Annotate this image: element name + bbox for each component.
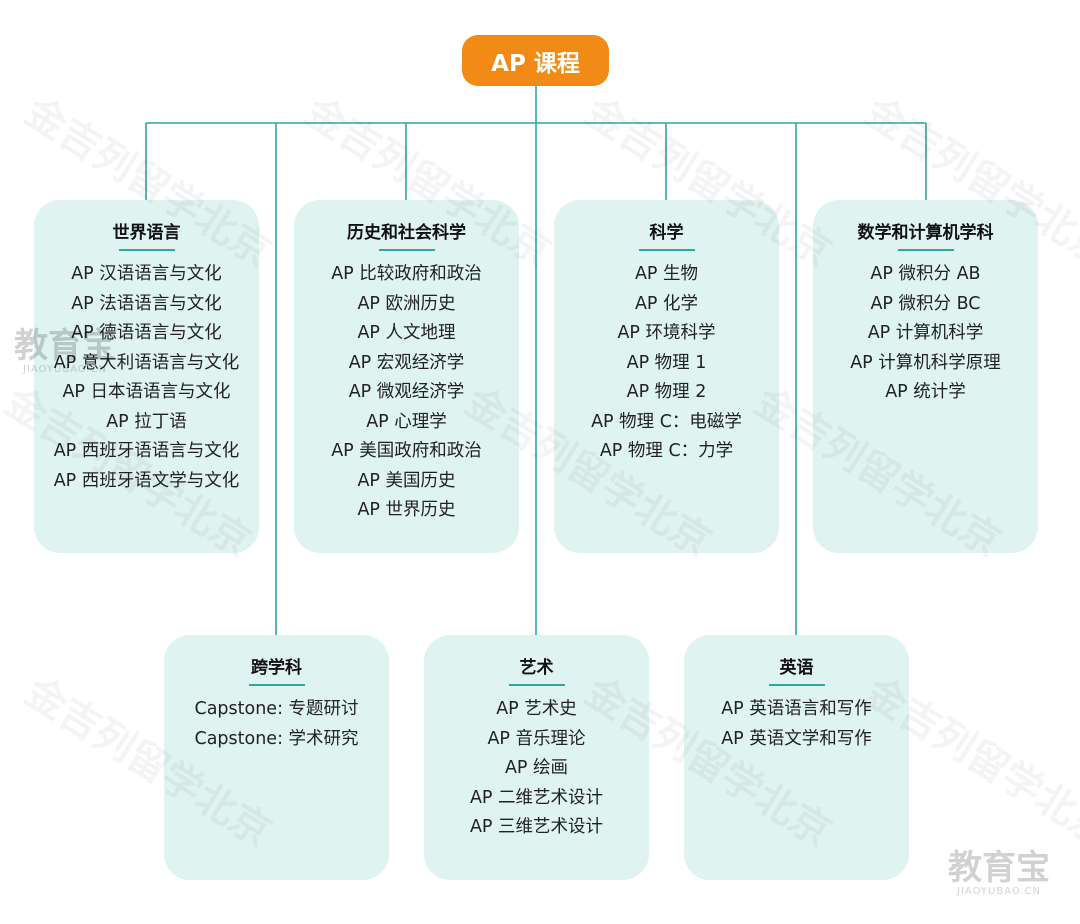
title-underline [897,249,954,251]
course-item: AP 物理 C：电磁学 [591,411,742,432]
course-item: AP 欧洲历史 [357,293,456,314]
course-item: AP 统计学 [885,382,966,402]
course-item: AP 物理 2 [626,382,707,402]
card-science: 科学 AP 生物 AP 化学 AP 环境科学 AP 物理 1 AP 物理 2 A… [554,200,779,553]
course-item: AP 环境科学 [617,323,716,343]
course-item: AP 物理 C：力学 [599,441,734,461]
course-item: AP 德语语言与文化 [71,323,222,343]
card-title: 艺术 [519,658,554,678]
course-item: AP 美国历史 [357,470,456,491]
course-item: AP 日本语语言与文化 [62,382,231,402]
course-item: AP 宏观经济学 [348,352,465,373]
course-item: AP 西班牙语语言与文化 [53,441,240,461]
course-item: AP 汉语语言与文化 [71,264,222,284]
card-title: 世界语言 [112,223,181,243]
course-item: AP 法语语言与文化 [71,293,222,314]
course-item: AP 化学 [634,293,699,314]
card-interdisciplinary: 跨学科 Capstone: 专题研讨 Capstone: 学术研究 [164,635,389,880]
course-item: AP 计算机科学 [867,323,984,343]
course-item: AP 英语文学和写作 [721,728,872,749]
course-item: AP 人文地理 [357,323,456,343]
course-item: AP 绘画 [504,758,569,778]
course-item: AP 英语语言和写作 [721,699,872,719]
card-history-social-science: 历史和社会科学 AP 比较政府和政治 AP 欧洲历史 AP 人文地理 AP 宏观… [294,200,519,553]
card-title: 英语 [779,658,814,678]
course-item: AP 世界历史 [357,500,456,520]
title-underline [508,684,565,686]
card-arts: 艺术 AP 艺术史 AP 音乐理论 AP 绘画 AP 二维艺术设计 AP 三维艺… [424,635,649,880]
card-title: 科学 [649,223,684,243]
course-item: AP 西班牙语文学与文化 [53,470,240,491]
course-item: AP 二维艺术设计 [469,787,604,808]
card-title: 数学和计算机学科 [857,223,994,243]
title-underline [248,684,305,686]
course-item: AP 音乐理论 [487,728,586,749]
card-world-languages: 世界语言 AP 汉语语言与文化 AP 法语语言与文化 AP 德语语言与文化 AP… [34,200,259,553]
course-item: AP 意大利语语言与文化 [53,352,240,373]
root-node-ap-courses: AP 课程 [462,35,609,86]
card-math-computer-science: 数学和计算机学科 AP 微积分 AB AP 微积分 BC AP 计算机科学 AP… [813,200,1038,553]
card-english: 英语 AP 英语语言和写作 AP 英语文学和写作 [684,635,909,880]
title-underline [378,249,435,251]
title-underline [638,249,695,251]
title-underline [768,684,825,686]
course-item: Capstone: 学术研究 [194,728,359,749]
course-item: AP 比较政府和政治 [331,264,482,284]
course-item: AP 生物 [634,264,699,284]
course-item: AP 微积分 BC [870,293,981,314]
course-item: AP 物理 1 [626,352,707,373]
course-item: AP 三维艺术设计 [469,817,604,837]
course-item: AP 微观经济学 [348,382,465,402]
course-item: AP 心理学 [366,411,447,432]
title-underline [118,249,175,251]
card-title: 历史和社会科学 [347,223,466,243]
course-item: AP 艺术史 [496,699,577,719]
course-item: AP 美国政府和政治 [331,441,482,461]
course-item: Capstone: 专题研讨 [194,699,359,719]
course-item: AP 拉丁语 [106,411,187,432]
course-item: AP 计算机科学原理 [850,352,1001,373]
course-item: AP 微积分 AB [870,264,981,284]
card-title: 跨学科 [251,658,302,678]
